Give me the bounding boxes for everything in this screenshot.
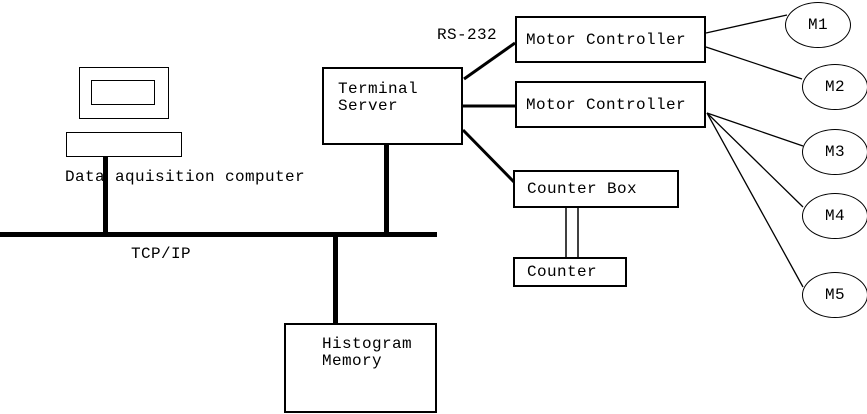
motor-m3-label: M3 (824, 143, 845, 161)
motor-controller-1-label: Motor Controller (526, 30, 687, 49)
computer-keyboard-icon (66, 132, 182, 157)
mc2-to-m3-line (706, 112, 804, 147)
motor-controller-2-box: Motor Controller (515, 81, 706, 128)
mc1-to-m2-line (705, 46, 803, 80)
rs232-label: RS-232 (437, 26, 498, 44)
motor-m3-ellipse: M3 (802, 129, 867, 175)
motor-m4-label: M4 (824, 207, 845, 225)
motor-m5-ellipse: M5 (802, 272, 867, 318)
ts-to-motor-controller-1-line (463, 41, 516, 81)
motor-controller-1-box: Motor Controller (515, 16, 706, 63)
ts-to-counter-box-line (461, 128, 516, 184)
histogram-memory-label-line1: Histogram (322, 335, 413, 353)
motor-m1-ellipse: M1 (785, 2, 851, 48)
computer-label: Data aquisition computer (65, 168, 306, 186)
mc2-to-m5-line (706, 112, 804, 288)
terminal-server-box: Terminal Server (322, 67, 463, 145)
computer-screen-icon (91, 80, 155, 105)
histogram-memory-label-line2: Memory (322, 352, 383, 370)
counter-box: Counter (513, 257, 627, 287)
motor-m4-ellipse: M4 (802, 193, 867, 239)
counter-box-box: Counter Box (513, 170, 679, 208)
motor-m1-label: M1 (807, 16, 828, 34)
motor-m2-label: M2 (824, 78, 845, 96)
terminal-server-label-line2: Server (338, 97, 399, 115)
motor-m2-ellipse: M2 (802, 64, 867, 110)
counter-label: Counter (527, 263, 598, 281)
motor-controller-2-label: Motor Controller (526, 95, 687, 114)
tcpip-label: TCP/IP (131, 245, 192, 263)
motor-m5-label: M5 (824, 286, 845, 304)
terminal-server-label-line1: Terminal (338, 80, 419, 98)
mc1-to-m1-line (705, 14, 788, 34)
counter-box-label: Counter Box (527, 180, 638, 198)
computer-monitor-icon (79, 67, 169, 119)
histogram-memory-box: Histogram Memory (284, 323, 437, 413)
mc2-to-m4-line (706, 112, 804, 208)
